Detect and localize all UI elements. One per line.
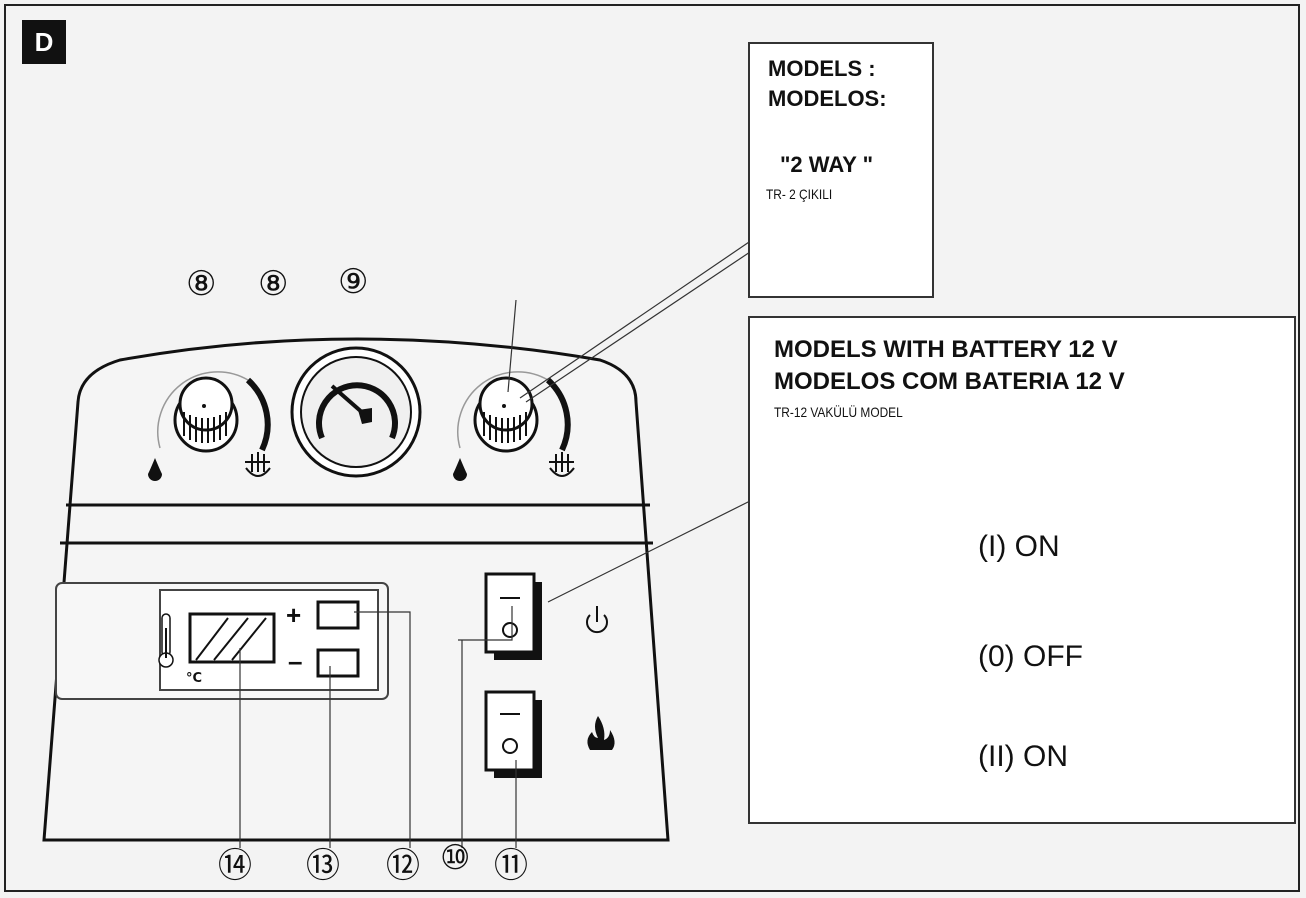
knob-pointer-line	[507, 299, 517, 393]
battery-tr-label: TR-12 VAKÜLÜ MODEL	[774, 404, 903, 420]
drop-icon	[453, 458, 467, 481]
callout-8-right: ⑧	[258, 264, 289, 304]
callout-12: ⑫	[386, 846, 420, 886]
minus-button[interactable]	[316, 648, 360, 678]
battery-title-pt: MODELOS COM BATERIA 12 V	[774, 368, 1125, 395]
display-unit: °C	[186, 671, 202, 686]
ignition-switch-icon	[484, 690, 542, 778]
callout-14: ⑭	[218, 846, 252, 886]
battery-title: MODELS WITH BATTERY 12 V	[774, 336, 1118, 363]
callout-10: ⑩	[440, 838, 471, 878]
models-title-pt: MODELOS:	[768, 86, 887, 111]
callout-13: ⑬	[306, 846, 340, 886]
models-box	[748, 42, 934, 298]
models-tr-label: TR- 2 ÇIKILI	[766, 186, 833, 202]
power-switch-icon	[484, 572, 542, 660]
power-symbol-icon	[586, 606, 608, 634]
fan-icon	[549, 452, 575, 477]
leader-lines	[239, 239, 757, 848]
corner-label: D	[22, 20, 66, 64]
drop-icon	[148, 458, 162, 481]
callout-8-left: ⑧	[186, 264, 217, 304]
pressure-gauge-icon	[290, 346, 422, 478]
fan-icon	[245, 452, 271, 477]
callout-9: ⑨	[338, 262, 369, 302]
legend-off: (0) OFF	[978, 640, 1083, 673]
thermometer-icon	[158, 613, 174, 668]
lcd-display	[188, 612, 276, 664]
plus-sign: +	[286, 600, 301, 630]
battery-models-box	[748, 316, 1296, 824]
models-title: MODELS :	[768, 56, 876, 81]
minus-sign: –	[288, 646, 302, 676]
legend-on-mains: (I) ON	[978, 530, 1060, 563]
right-knob-icon	[457, 371, 571, 453]
callout-11: ⑪	[494, 846, 528, 886]
models-two-way: "2 WAY "	[780, 152, 874, 177]
left-knob-icon	[157, 371, 271, 453]
plus-button[interactable]	[316, 600, 360, 630]
flame-icon	[587, 716, 615, 750]
legend-on-battery: (II) ON	[978, 740, 1068, 773]
